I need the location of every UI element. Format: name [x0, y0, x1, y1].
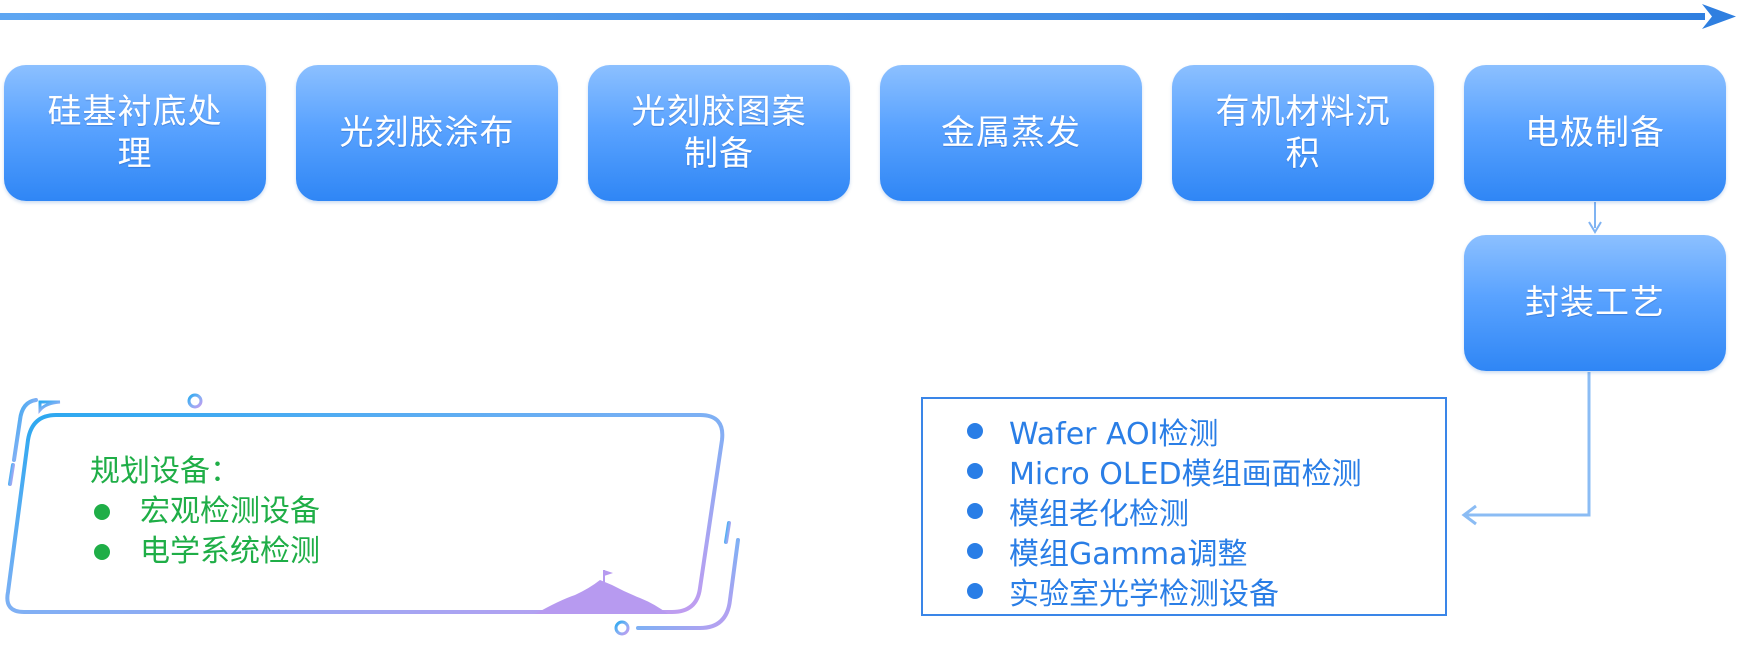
list-item: 宏观检测设备: [90, 492, 320, 532]
step-label-line: 制备: [684, 134, 754, 174]
step-photoresist-coating: 光刻胶涂布: [296, 65, 558, 201]
list-item: 模组Gamma调整: [945, 531, 1445, 572]
list-item: 模组老化检测: [945, 491, 1445, 532]
step-label-line: 光刻胶图案: [631, 92, 807, 132]
bullet-icon: [967, 503, 983, 519]
list-item-label: 模组老化检测: [1009, 497, 1189, 532]
list-item-label: 电学系统检测: [140, 534, 320, 569]
step-packaging-process: 封装工艺: [1464, 235, 1726, 371]
connector-packaging-to-inspection: [1461, 372, 1591, 526]
bullet-icon: [967, 463, 983, 479]
step-label-line: 积: [1285, 134, 1321, 174]
list-item-label: 模组Gamma调整: [1009, 537, 1248, 572]
step-label-line: 有机材料沉: [1215, 92, 1391, 132]
step-label-line: 金属蒸发: [941, 113, 1081, 153]
step-metal-evaporation: 金属蒸发: [880, 65, 1142, 201]
list-item: 电学系统检测: [90, 532, 320, 572]
step-photoresist-patterning: 光刻胶图案 制备: [588, 65, 850, 201]
mountain-flag-decoration: [535, 570, 668, 614]
bullet-icon: [967, 423, 983, 439]
list-item-label: 实验室光学检测设备: [1009, 577, 1279, 612]
bullet-icon: [94, 544, 110, 560]
step-silicon-substrate: 硅基衬底处 理: [4, 65, 266, 201]
bullet-icon: [967, 543, 983, 559]
top-timeline-arrow: [0, 4, 1736, 29]
list-item: Micro OLED模组画面检测: [945, 451, 1445, 492]
step-label-line: 电极制备: [1525, 113, 1665, 153]
list-item: 实验室光学检测设备: [945, 571, 1445, 612]
step-label-line: 封装工艺: [1525, 283, 1665, 323]
bullet-icon: [94, 504, 110, 520]
inspection-equipment-box: Wafer AOI检测 Micro OLED模组画面检测 模组老化检测 模组Ga…: [921, 397, 1447, 616]
step-label-line: 理: [117, 134, 153, 174]
planned-equipment-panel: 规划设备： 宏观检测设备 电学系统检测: [90, 452, 320, 572]
connector-electrode-to-packaging: [1588, 202, 1602, 234]
list-item-label: 宏观检测设备: [140, 494, 320, 529]
step-organic-deposition: 有机材料沉 积: [1172, 65, 1434, 201]
planned-equipment-frame: [5, 393, 740, 636]
planned-equipment-title: 规划设备：: [90, 454, 240, 489]
bullet-icon: [967, 583, 983, 599]
list-item-label: Micro OLED模组画面检测: [1009, 457, 1362, 492]
step-label-line: 光刻胶涂布: [339, 113, 515, 153]
step-label-line: 硅基衬底处: [47, 92, 223, 132]
list-item-label: Wafer AOI检测: [1009, 417, 1219, 452]
list-item: Wafer AOI检测: [945, 411, 1445, 452]
step-electrode-preparation: 电极制备: [1464, 65, 1726, 201]
